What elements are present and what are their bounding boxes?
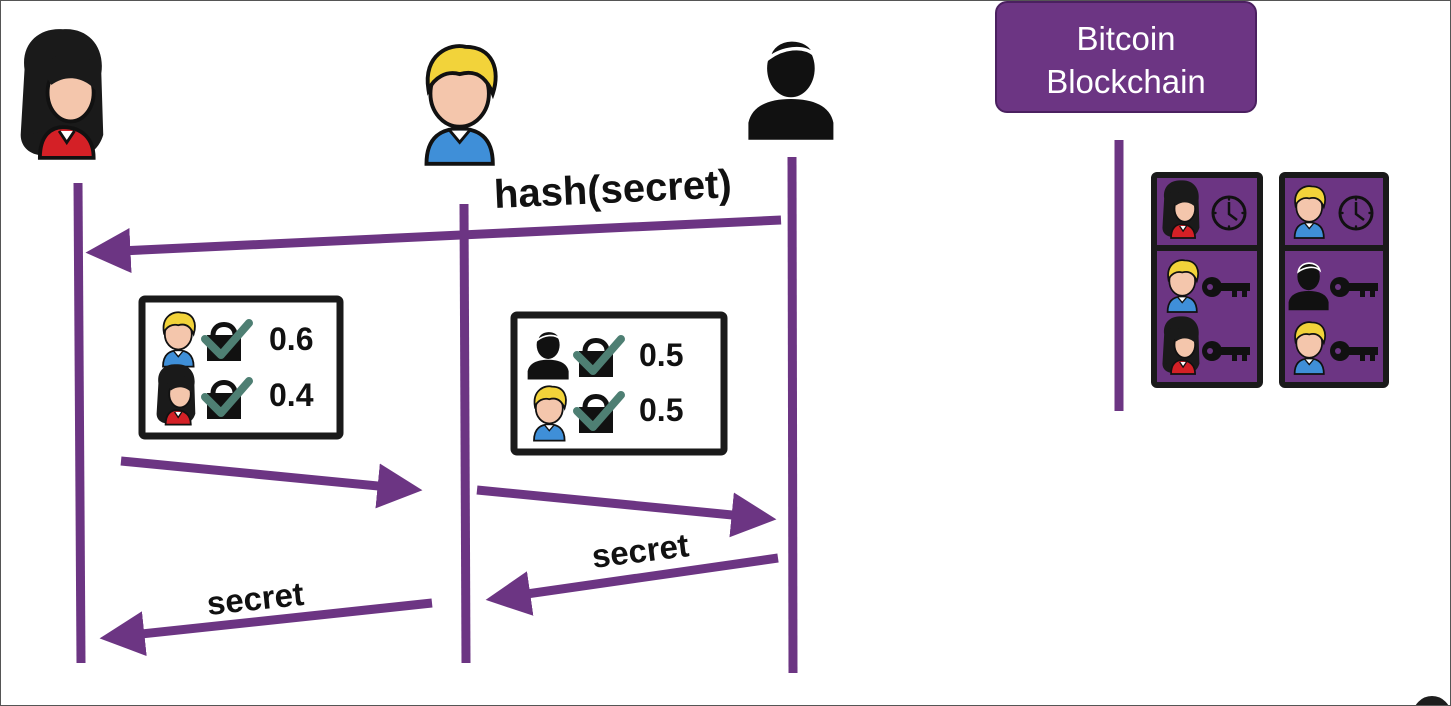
bob-avatar (1293, 321, 1326, 375)
alice-avatar (155, 363, 197, 426)
amount-value: 0.4 (269, 377, 314, 413)
secret-arrow-bob-alice (99, 598, 433, 657)
bob-avatar (424, 44, 498, 166)
clock-icon (1211, 195, 1247, 231)
blockchain-title-box: Bitcoin Blockchain (995, 1, 1257, 113)
carol-avatar (746, 37, 836, 142)
blockchain-title-line1: Bitcoin (1076, 20, 1176, 57)
blockchain-contract-1 (1151, 172, 1263, 388)
carol-lifeline (787, 156, 798, 674)
clock-icon (1338, 195, 1374, 231)
bob-lifeline (459, 203, 471, 664)
alice-avatar (1161, 315, 1201, 375)
bob-avatar (162, 311, 196, 368)
transaction-box-alice-bob: 0.6 0.4 (138, 295, 344, 440)
amount-value: 0.6 (269, 321, 313, 357)
payment-arrow-bob-carol (476, 485, 777, 538)
bob-avatar (533, 385, 567, 442)
amount-value: 0.5 (639, 392, 683, 428)
blockchain-title-line2: Blockchain (1046, 63, 1206, 100)
bob-avatar (1293, 185, 1326, 239)
corner-badge (1406, 693, 1450, 705)
hash-arrow (85, 215, 782, 273)
alice-avatar (18, 27, 106, 160)
cut-off-title: ‾‾‾‾‾‾‾‾‾‾‾‾‾‾‾‾‾‾‾‾ (291, 1, 611, 5)
payment-arrow-alice-bob (120, 456, 423, 509)
bob-avatar (1166, 259, 1199, 313)
alice-lifeline (73, 182, 86, 664)
transaction-box-bob-carol: 0.5 0.5 (510, 311, 728, 456)
secret-arrow-carol-bob (485, 553, 779, 616)
alice-avatar (1161, 179, 1201, 239)
blockchain-contract-2 (1279, 172, 1389, 388)
amount-value: 0.5 (639, 337, 683, 373)
